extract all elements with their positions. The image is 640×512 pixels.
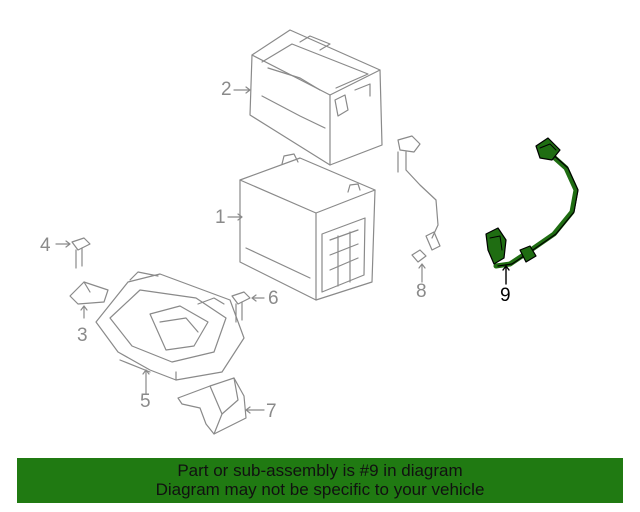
notice-line-1: Part or sub-assembly is #9 in diagram xyxy=(177,461,463,480)
battery-box-part-2 xyxy=(249,29,383,166)
callout-5: 5 xyxy=(140,391,151,412)
bracket-part-7 xyxy=(177,377,247,435)
notice-line-2: Diagram may not be specific to your vehi… xyxy=(155,480,485,499)
callout-1: 1 xyxy=(215,207,226,228)
callout-3: 3 xyxy=(77,325,88,346)
callout-7: 7 xyxy=(266,401,277,422)
negative-cable-part-8 xyxy=(397,135,441,263)
bolt-part-6 xyxy=(231,291,251,323)
notice-banner: Part or sub-assembly is #9 in diagram Di… xyxy=(17,458,623,503)
cable-part-9-highlighted xyxy=(485,137,579,285)
callout-2: 2 xyxy=(221,79,232,100)
callout-9: 9 xyxy=(500,285,511,306)
parts-diagram xyxy=(55,29,579,435)
callout-8: 8 xyxy=(416,281,427,302)
callout-6: 6 xyxy=(268,288,279,309)
callout-leaders xyxy=(55,86,426,414)
tray-part-5 xyxy=(95,271,245,381)
bracket-part-3 xyxy=(69,281,109,305)
callout-4: 4 xyxy=(40,235,51,256)
battery-part-1 xyxy=(239,153,376,301)
bolt-part-4 xyxy=(71,237,91,269)
